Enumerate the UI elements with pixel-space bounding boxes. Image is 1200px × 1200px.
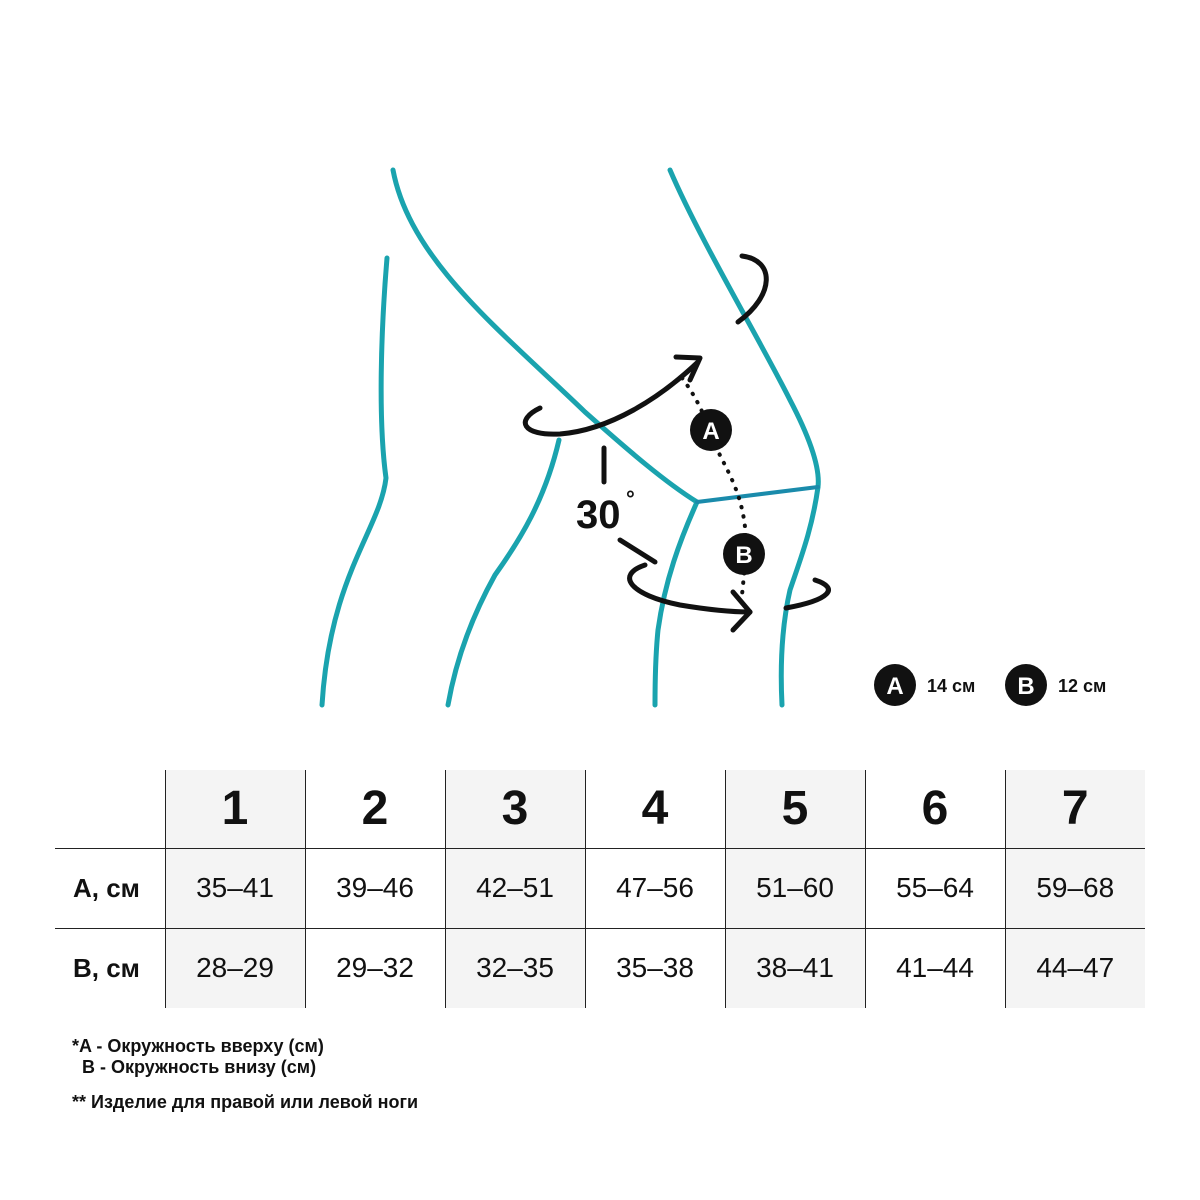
upper-arrow-head — [673, 354, 703, 383]
point-a-marker: A — [690, 409, 732, 451]
footnotes: *A - Окружность вверху (см) B - Окружнос… — [72, 1036, 418, 1113]
front-thigh-lower-outline — [667, 167, 821, 490]
svg-text:A: A — [702, 418, 719, 445]
cell-a-4: 47–56 — [584, 847, 725, 928]
lower-right-arc — [783, 577, 831, 611]
cell-b-2: 29–32 — [304, 927, 445, 1008]
cell-a-6: 55–64 — [864, 847, 1005, 928]
footnote-gap — [72, 1078, 418, 1092]
svg-text:B: B — [735, 542, 752, 569]
cell-b-7: 44–47 — [1004, 927, 1145, 1008]
svg-text:A: A — [886, 673, 903, 700]
cell-b-3: 32–35 — [444, 927, 585, 1008]
cell-b-4: 35–38 — [584, 927, 725, 1008]
row-label-b: B, см — [55, 927, 165, 1008]
size-header-1: 1 — [164, 770, 305, 848]
table-row-b: B, см 28–29 29–32 32–35 35–38 38–41 41–4… — [55, 927, 1145, 1008]
size-header-5: 5 — [724, 770, 865, 848]
shin-front-outline — [778, 484, 821, 708]
lower-arrow-head — [730, 589, 753, 633]
cell-a-3: 42–51 — [444, 847, 585, 928]
size-header-6: 6 — [864, 770, 1005, 848]
legend-a-value: 14 см — [927, 676, 975, 696]
table-corner — [55, 770, 165, 848]
angle-diagonal-line — [617, 537, 658, 565]
cell-a-2: 39–46 — [304, 847, 445, 928]
legend-b: B 12 см — [1005, 664, 1106, 706]
size-header-7: 7 — [1004, 770, 1145, 848]
shin-back-outline — [652, 499, 700, 708]
size-header-2: 2 — [304, 770, 445, 848]
knee-joint-line — [695, 485, 820, 504]
size-header-row: 1 2 3 4 5 6 7 — [55, 770, 1145, 848]
point-b-marker: B — [723, 533, 765, 575]
angle-degree-symbol: ° — [626, 486, 635, 511]
legend-a: A 14 см — [874, 664, 975, 706]
svg-text:B: B — [1017, 673, 1034, 700]
knee-measurement-diagram: A B 30 ° A 14 см B 12 см — [319, 167, 1106, 708]
footnote-b: B - Окружность внизу (см) — [72, 1057, 317, 1077]
size-header-3: 3 — [444, 770, 585, 848]
legend-b-value: 12 см — [1058, 676, 1106, 696]
back-leg-outline-outer — [319, 255, 390, 708]
size-table: 1 2 3 4 5 6 7 A, см 35–41 39–46 42–51 47… — [55, 770, 1145, 1008]
cell-a-7: 59–68 — [1004, 847, 1145, 928]
angle-value: 30 — [576, 493, 621, 537]
upper-right-arc — [735, 253, 769, 325]
cell-a-1: 35–41 — [164, 847, 305, 928]
cell-b-5: 38–41 — [724, 927, 865, 1008]
lower-circumference-arc — [627, 562, 753, 615]
footnote-leg: ** Изделие для правой или левой ноги — [72, 1092, 419, 1112]
row-label-a: A, см — [55, 847, 165, 928]
back-leg-outline-inner — [445, 437, 562, 708]
cell-b-1: 28–29 — [164, 927, 305, 1008]
size-header-4: 4 — [584, 770, 725, 848]
upper-circumference-arc — [522, 359, 701, 437]
cell-b-6: 41–44 — [864, 927, 1005, 1008]
footnote-a: *A - Окружность вверху (см) — [72, 1036, 324, 1056]
cell-a-5: 51–60 — [724, 847, 865, 928]
table-row-a: A, см 35–41 39–46 42–51 47–56 51–60 55–6… — [55, 847, 1145, 928]
front-thigh-upper-outline — [390, 167, 700, 505]
